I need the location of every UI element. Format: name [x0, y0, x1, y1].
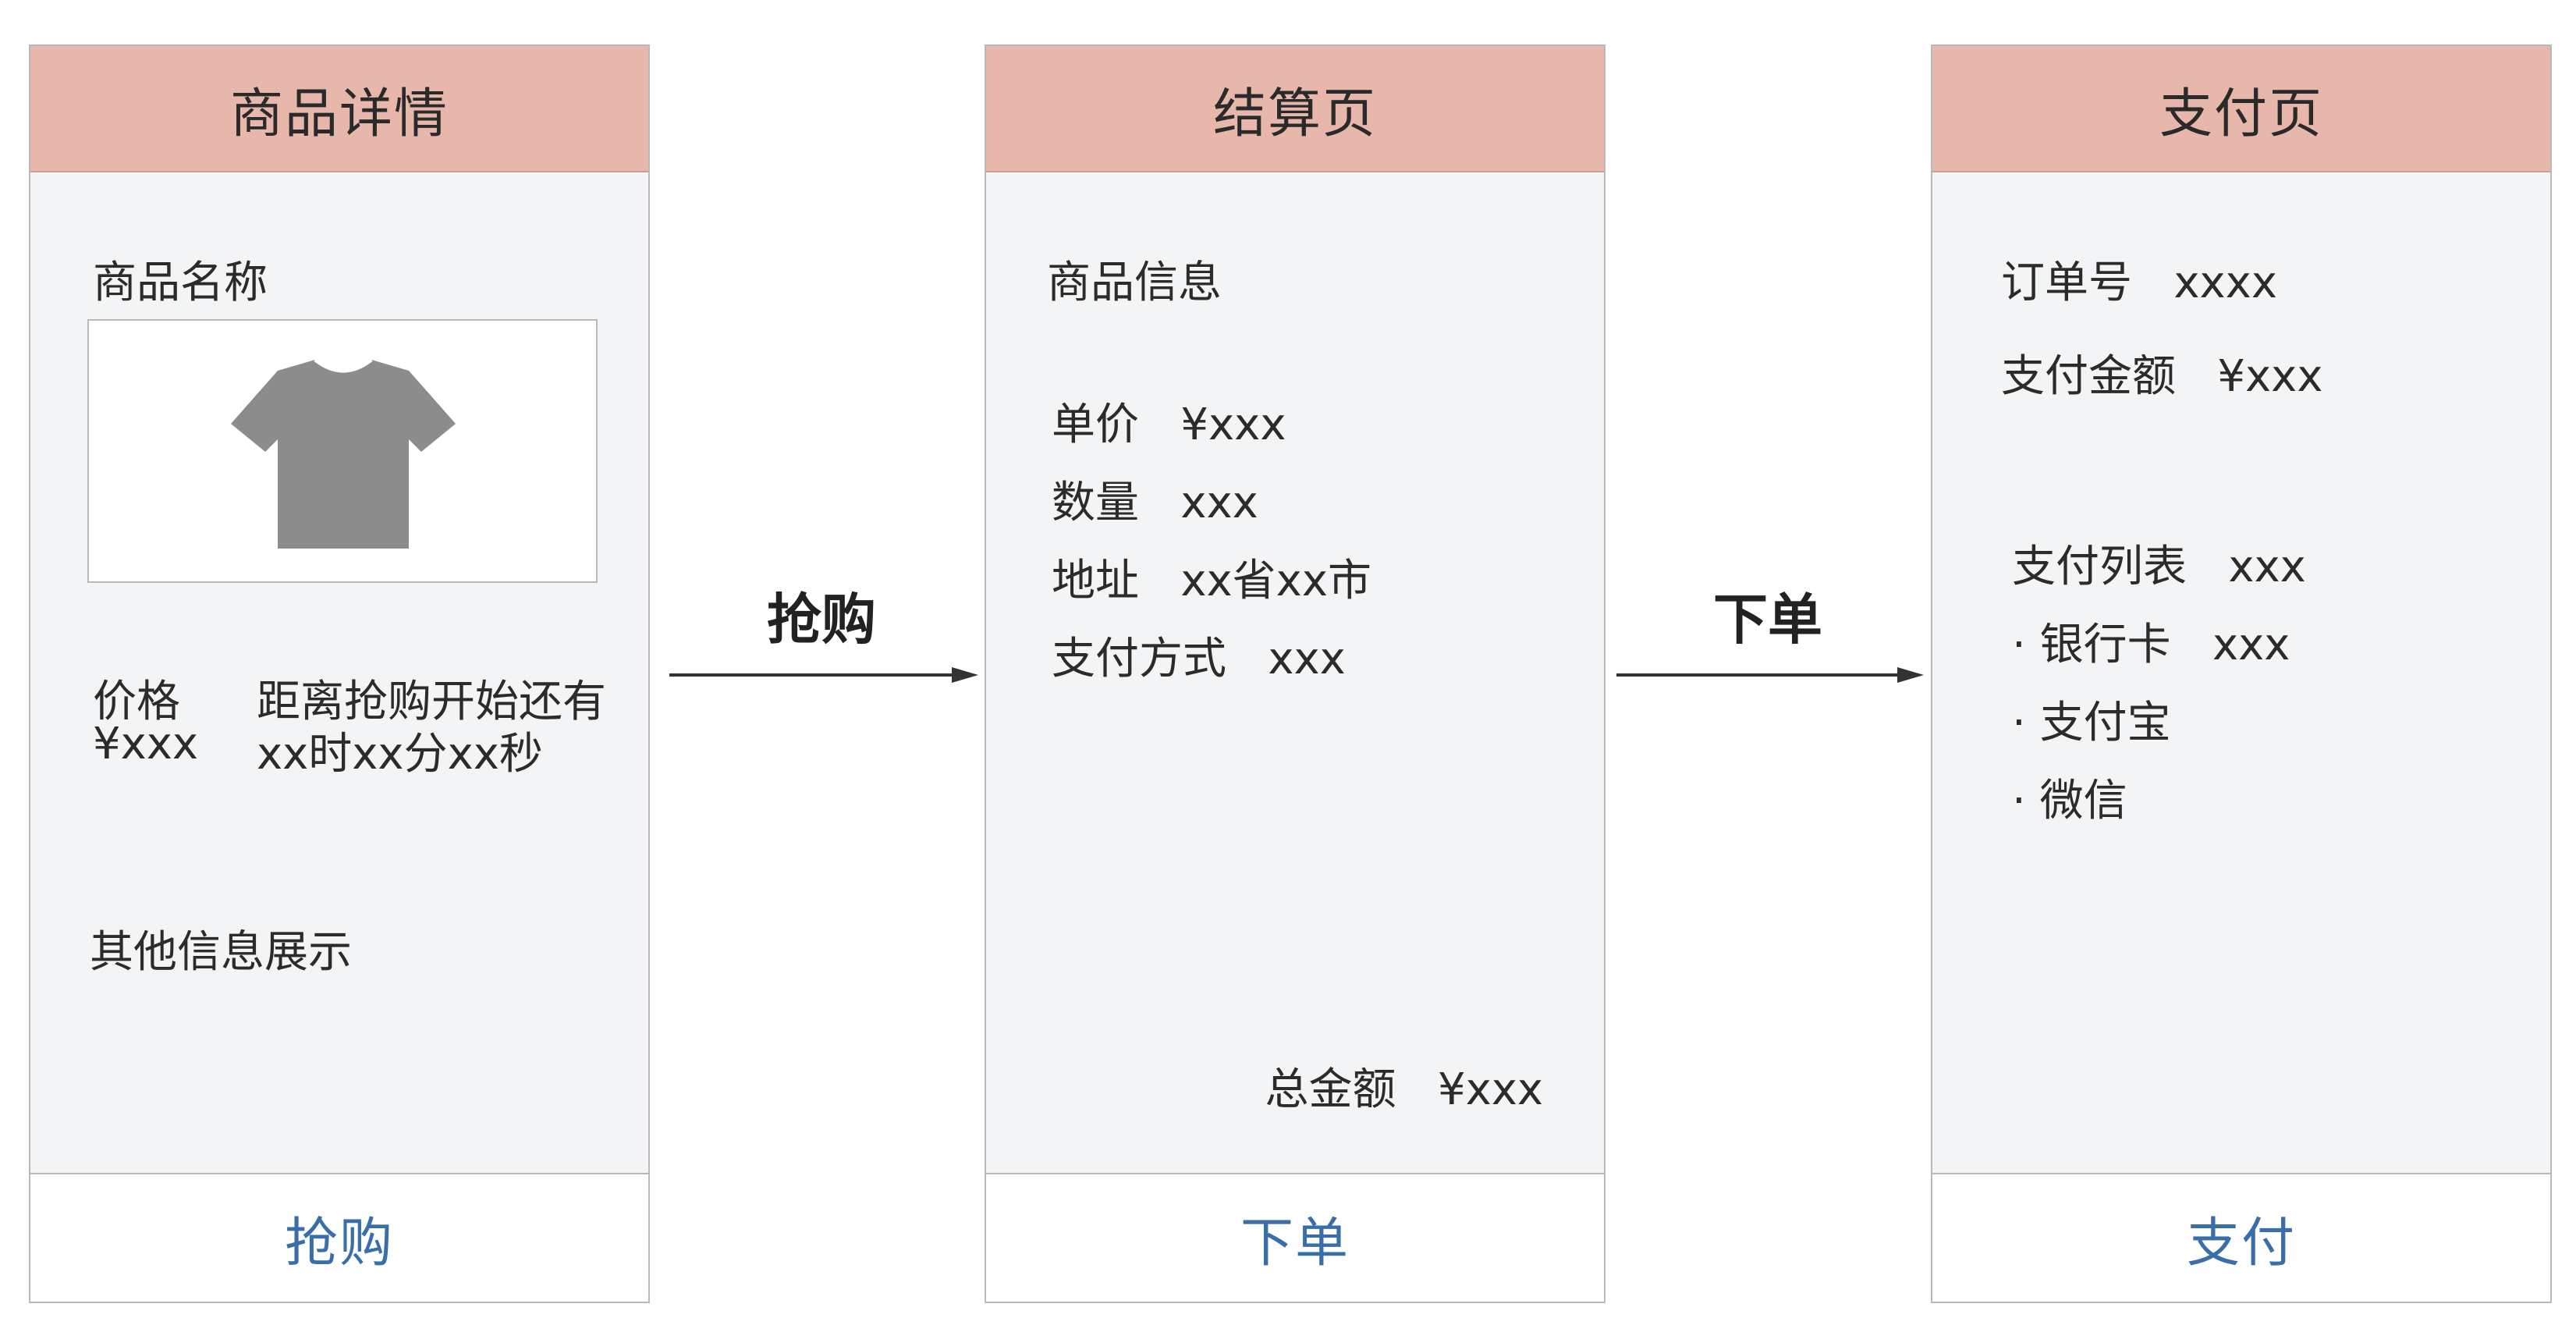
product-image — [87, 319, 598, 583]
price-label: 价格 — [93, 677, 180, 727]
payment-option-bank-card[interactable]: · 银行卡 xxx — [2012, 620, 2290, 670]
rush-buy-button[interactable]: 抢购 — [30, 1173, 648, 1302]
unit-price-text: 单价 ¥xxx — [1052, 400, 1286, 450]
payment-panel: 支付页 订单号 xxxx 支付金额 ¥xxx 支付列表 xxx · 银行卡 xx… — [1931, 44, 2552, 1303]
product-detail-panel: 商品详情 商品名称 价格 ¥xxx 距离抢购开始还有 xx时xx分xx秒 其他信… — [29, 44, 650, 1303]
payment-amount-text: 支付金额 ¥xxx — [2001, 351, 2323, 402]
panel-title: 支付页 — [1932, 46, 2550, 172]
price-value: ¥xxx — [93, 719, 199, 769]
product-name-label: 商品名称 — [93, 258, 268, 308]
address-text: 地址 xx省xx市 — [1052, 556, 1371, 606]
payment-option-wechat[interactable]: · 微信 — [2012, 776, 2127, 826]
panel-title: 商品详情 — [30, 46, 648, 172]
order-number-text: 订单号 xxxx — [2001, 258, 2277, 308]
arrow-right-icon — [1616, 667, 1924, 683]
arrow-right-icon — [669, 667, 978, 683]
total-amount-text: 总金额 ¥xxx — [1265, 1064, 1543, 1115]
checkout-panel: 结算页 商品信息 单价 ¥xxx 数量 xxx 地址 xx省xx市 支付方式 x… — [985, 44, 1606, 1303]
arrow-label-rush-buy: 抢购 — [767, 588, 876, 652]
payment-method-text: 支付方式 xxx — [1052, 634, 1346, 684]
tshirt-icon — [231, 358, 456, 549]
panel-title: 结算页 — [986, 46, 1604, 172]
place-order-button[interactable]: 下单 — [986, 1173, 1604, 1302]
payment-option-alipay[interactable]: · 支付宝 — [2012, 698, 2171, 748]
product-info-label: 商品信息 — [1047, 258, 1222, 308]
arrow-label-place-order: 下单 — [1713, 588, 1822, 652]
pay-button[interactable]: 支付 — [1932, 1173, 2550, 1302]
countdown-label: 距离抢购开始还有 — [257, 677, 606, 727]
other-info-text: 其他信息展示 — [90, 927, 352, 978]
quantity-text: 数量 xxx — [1052, 478, 1258, 528]
countdown-value: xx时xx分xx秒 — [257, 729, 543, 780]
payment-list-text: 支付列表 xxx — [2012, 542, 2306, 592]
